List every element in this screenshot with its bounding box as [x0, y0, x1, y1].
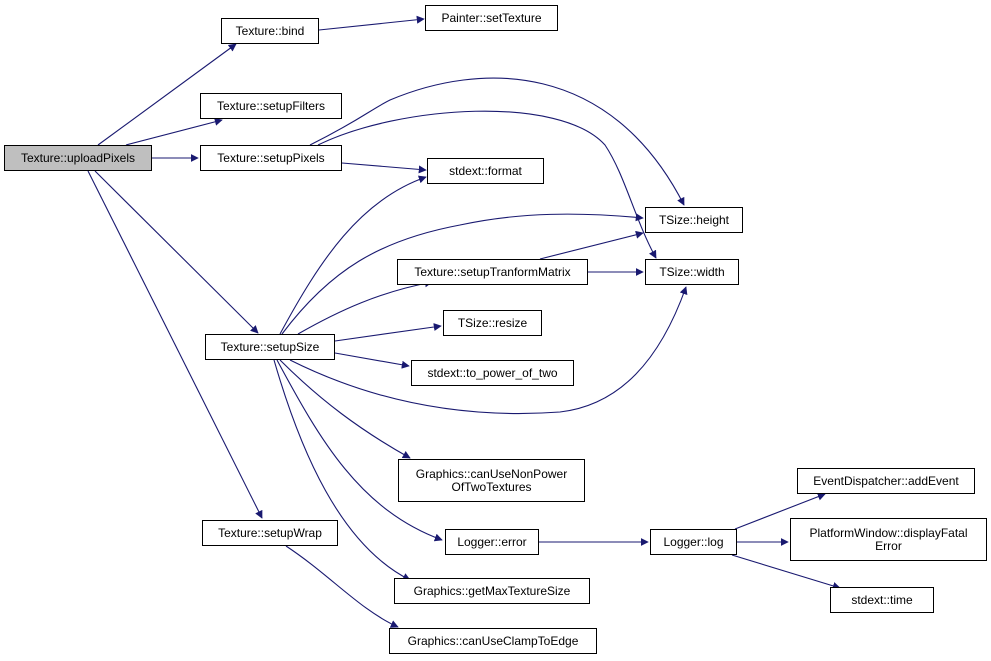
node-graphics-can-use-non-power-of-two-textures[interactable]: Graphics::canUseNonPower OfTwoTextures: [398, 459, 585, 502]
node-tsize-resize[interactable]: TSize::resize: [443, 310, 542, 336]
node-texture-setup-tranform-matrix[interactable]: Texture::setupTranformMatrix: [397, 259, 588, 285]
edge-setup-wrap-to-can-use-clamp-to-edge: [285, 545, 399, 628]
node-logger-log[interactable]: Logger::log: [650, 529, 737, 555]
node-label: Logger::log: [663, 534, 724, 549]
node-label: EventDispatcher::addEvent: [813, 473, 959, 488]
edge-setup-size-to-height: [281, 213, 644, 335]
node-graphics-can-use-clamp-to-edge[interactable]: Graphics::canUseClampToEdge: [389, 628, 597, 654]
edge-upload-pixels-to-setup-filters: [125, 117, 223, 146]
node-platform-window-display-fatal-error[interactable]: PlatformWindow::displayFatal Error: [790, 518, 987, 561]
node-logger-error[interactable]: Logger::error: [445, 529, 539, 555]
node-label: Texture::setupPixels: [217, 150, 325, 165]
edge-upload-pixels-to-setup-wrap: [87, 170, 263, 519]
node-label: Texture::setupTranformMatrix: [414, 264, 571, 279]
node-texture-setup-wrap[interactable]: Texture::setupWrap: [202, 520, 338, 546]
edge-tranform-matrix-to-height: [539, 230, 644, 260]
edge-setup-pixels-to-format: [341, 162, 427, 174]
node-label: Graphics::canUseClampToEdge: [407, 633, 579, 648]
node-label: TSize::height: [658, 212, 730, 227]
node-label: stdext::format: [449, 163, 522, 178]
node-label: stdext::time: [851, 592, 913, 607]
node-texture-setup-pixels[interactable]: Texture::setupPixels: [200, 145, 342, 171]
edge-setup-pixels-to-height: [309, 77, 685, 206]
edge-setup-size-to-format: [279, 175, 427, 335]
node-texture-setup-filters[interactable]: Texture::setupFilters: [200, 93, 342, 119]
node-tsize-height[interactable]: TSize::height: [645, 207, 743, 233]
node-label: Graphics::getMaxTextureSize: [413, 583, 571, 598]
edge-setup-pixels-to-width: [317, 110, 657, 259]
node-stdext-to-power-of-two[interactable]: stdext::to_power_of_two: [411, 360, 574, 386]
edge-setup-size-to-width: [289, 286, 688, 415]
node-label: Logger::error: [457, 534, 527, 549]
node-stdext-time[interactable]: stdext::time: [830, 587, 934, 613]
node-painter-set-texture[interactable]: Painter::setTexture: [425, 5, 558, 31]
node-label: PlatformWindow::displayFatal Error: [809, 525, 968, 553]
node-tsize-width[interactable]: TSize::width: [645, 259, 739, 285]
edge-logger-log-to-add-event: [734, 492, 826, 530]
node-label: Texture::uploadPixels: [20, 150, 136, 165]
node-graphics-get-max-texture-size[interactable]: Graphics::getMaxTextureSize: [394, 578, 590, 604]
node-label: Graphics::canUseNonPower OfTwoTextures: [415, 466, 568, 494]
node-label: Painter::setTexture: [441, 10, 542, 25]
edge-bind-to-set-texture: [318, 15, 425, 31]
node-label: Texture::bind: [235, 23, 305, 38]
node-texture-upload-pixels: Texture::uploadPixels: [4, 145, 152, 171]
edge-upload-pixels-to-bind: [97, 43, 237, 146]
node-event-dispatcher-add-event[interactable]: EventDispatcher::addEvent: [797, 468, 975, 494]
node-label: TSize::resize: [457, 315, 528, 330]
edge-setup-size-to-can-use-npot: [279, 359, 411, 459]
node-label: stdext::to_power_of_two: [427, 365, 558, 380]
edge-setup-size-to-to-power-of-two: [334, 352, 410, 369]
edge-upload-pixels-to-setup-size: [94, 170, 259, 334]
node-texture-setup-size[interactable]: Texture::setupSize: [205, 334, 335, 360]
node-label: Texture::setupFilters: [216, 98, 326, 113]
node-label: Texture::setupSize: [220, 339, 320, 354]
node-label: TSize::width: [659, 264, 725, 279]
node-texture-bind[interactable]: Texture::bind: [221, 18, 319, 44]
edge-setup-size-to-logger-error: [276, 359, 443, 542]
edge-setup-size-to-resize: [334, 323, 442, 342]
edge-setup-size-to-get-max-texture-size: [273, 359, 411, 581]
edge-logger-log-to-time: [731, 554, 841, 590]
edge-setup-size-to-tranform-matrix: [297, 279, 433, 335]
node-label: Texture::setupWrap: [218, 525, 322, 540]
node-stdext-format[interactable]: stdext::format: [427, 158, 544, 184]
